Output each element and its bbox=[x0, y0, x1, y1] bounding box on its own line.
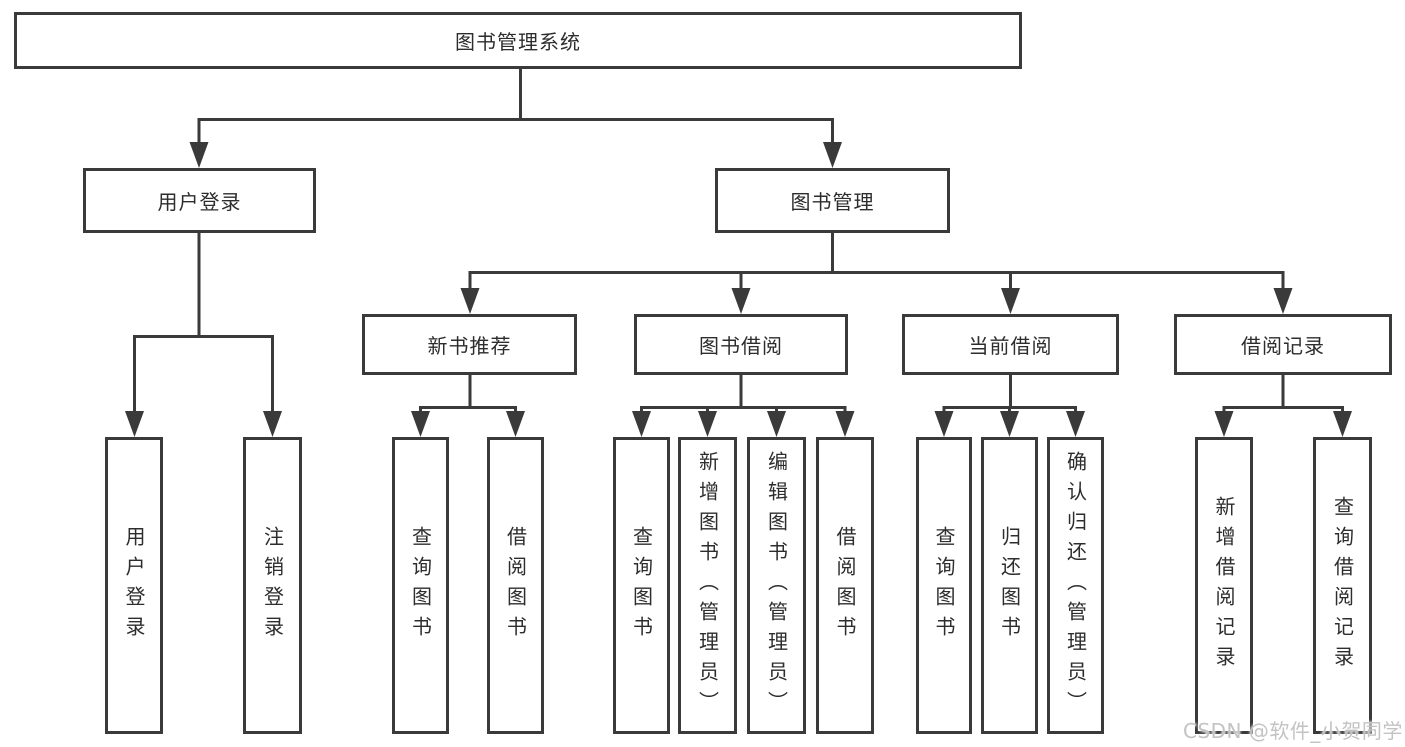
arrow-down-icon bbox=[460, 288, 480, 314]
node-leaf-logout: 注销登录 bbox=[243, 437, 302, 734]
connector-records-to-leaves bbox=[1214, 375, 1352, 437]
node-user-login: 用户登录 bbox=[83, 168, 316, 233]
node-leaf-return-books: 归还图书 bbox=[981, 437, 1038, 734]
node-label: 查询图书 bbox=[932, 525, 956, 646]
node-book-management: 图书管理 bbox=[715, 168, 950, 233]
node-label: 查询图书 bbox=[629, 525, 654, 646]
node-leaf-query-books-2: 查询图书 bbox=[613, 437, 670, 734]
node-label: 新增图书（管理员） bbox=[695, 450, 720, 721]
csdn-watermark: CSDN @软件_小贺同学 bbox=[1183, 719, 1403, 743]
node-root-system: 图书管理系统 bbox=[14, 12, 1022, 69]
node-leaf-confirm-return-admin: 确认归还（管理员） bbox=[1047, 437, 1104, 734]
node-leaf-borrow-books-2: 借阅图书 bbox=[816, 437, 874, 734]
node-label: 查询借阅记录 bbox=[1330, 495, 1355, 676]
node-label: 新增借阅记录 bbox=[1212, 495, 1236, 676]
node-label: 注销登录 bbox=[260, 525, 285, 646]
node-leaf-query-borrow-record: 查询借阅记录 bbox=[1313, 437, 1372, 734]
arrow-down-icon bbox=[823, 142, 842, 168]
node-borrow-records: 借阅记录 bbox=[1174, 314, 1392, 375]
node-label: 确认归还（管理员） bbox=[1063, 450, 1088, 721]
node-leaf-add-books-admin: 新增图书（管理员） bbox=[678, 437, 737, 734]
node-label: 编辑图书（管理员） bbox=[764, 450, 789, 721]
node-leaf-query-books-3: 查询图书 bbox=[916, 437, 972, 734]
arrow-down-icon bbox=[835, 411, 855, 437]
arrow-down-icon bbox=[1214, 411, 1234, 437]
arrow-down-icon bbox=[125, 411, 144, 437]
node-label: 归还图书 bbox=[997, 525, 1022, 646]
arrow-down-icon bbox=[1000, 411, 1019, 437]
connector-root-to-level2 bbox=[189, 69, 842, 168]
node-leaf-add-borrow-record: 新增借阅记录 bbox=[1195, 437, 1253, 734]
arrow-down-icon bbox=[189, 142, 209, 168]
arrow-down-icon bbox=[506, 411, 525, 437]
node-leaf-query-books-1: 查询图书 bbox=[392, 437, 449, 734]
arrow-down-icon bbox=[698, 411, 717, 437]
node-leaf-borrow-books-1: 借阅图书 bbox=[487, 437, 544, 734]
node-new-book-recommend: 新书推荐 bbox=[362, 314, 577, 375]
node-label: 借阅图书 bbox=[833, 525, 857, 646]
arrow-down-icon bbox=[767, 411, 786, 437]
node-current-borrow: 当前借阅 bbox=[902, 314, 1119, 375]
connector-currentborrow-to-leaves bbox=[934, 375, 1085, 437]
arrow-down-icon bbox=[934, 411, 954, 437]
arrow-down-icon bbox=[1066, 411, 1085, 437]
connector-userlogin-to-leaves bbox=[125, 233, 282, 437]
arrow-down-icon bbox=[1333, 411, 1352, 437]
connector-bookborrow-to-leaves bbox=[632, 375, 855, 437]
node-label: 用户登录 bbox=[122, 525, 146, 646]
arrow-down-icon bbox=[731, 288, 751, 314]
node-leaf-user-login: 用户登录 bbox=[105, 437, 163, 734]
arrow-down-icon bbox=[263, 411, 282, 437]
arrow-down-icon bbox=[632, 411, 651, 437]
arrow-down-icon bbox=[1273, 288, 1293, 314]
node-book-borrow: 图书借阅 bbox=[634, 314, 848, 375]
node-label: 查询图书 bbox=[408, 525, 433, 646]
connector-newbooks-to-leaves bbox=[411, 375, 525, 437]
node-label: 借阅图书 bbox=[503, 525, 528, 646]
connector-bookmgmt-to-level3 bbox=[460, 233, 1293, 314]
node-leaf-edit-books-admin: 编辑图书（管理员） bbox=[747, 437, 806, 734]
arrow-down-icon bbox=[1001, 288, 1020, 314]
arrow-down-icon bbox=[411, 411, 430, 437]
